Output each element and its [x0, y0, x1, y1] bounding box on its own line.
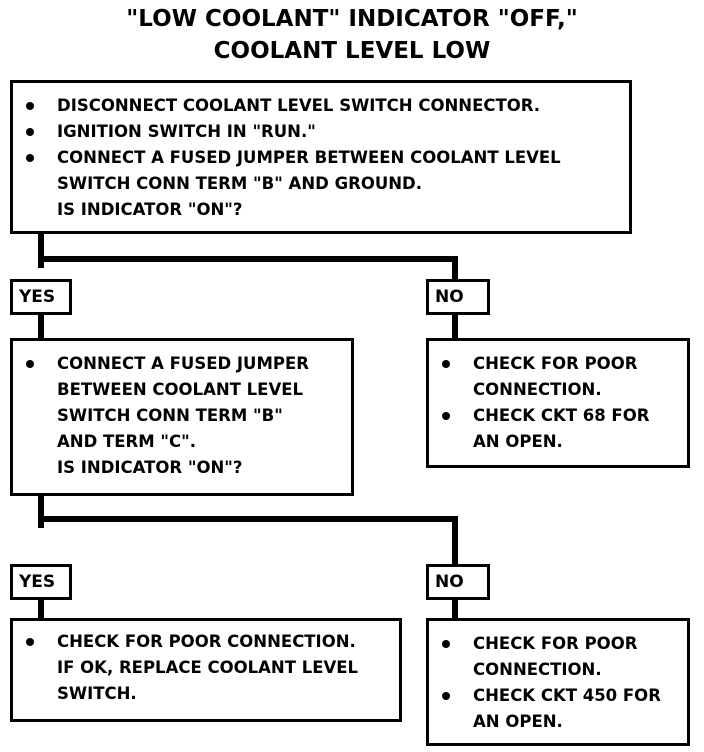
- connector-no1-to-box: [452, 312, 458, 340]
- connector-split-1-no: [452, 256, 458, 280]
- bullet-dot: [26, 360, 34, 368]
- bullet-dot: [26, 102, 34, 110]
- step1-box: DISCONNECT COOLANT LEVEL SWITCH CONNECTO…: [10, 80, 632, 234]
- bullet-dot: [442, 692, 450, 700]
- connector-yes2-to-box: [38, 596, 44, 620]
- connector-no2-to-box: [452, 596, 458, 620]
- connector-step1-to-split: [38, 232, 44, 268]
- bullet-dot: [442, 412, 450, 420]
- step1-list: DISCONNECT COOLANT LEVEL SWITCH CONNECTO…: [13, 93, 629, 223]
- connector-split-2: [38, 516, 458, 522]
- no-label-1: NO: [426, 279, 490, 315]
- bullet-dot: [26, 638, 34, 646]
- yes2-bullet-1: CHECK FOR POOR CONNECTION.IF OK, REPLACE…: [13, 629, 399, 707]
- title-line-2: COOLANT LEVEL LOW: [213, 38, 491, 64]
- connector-step2-to-split: [38, 494, 44, 528]
- bullet-dot: [442, 640, 450, 648]
- no-label-2: NO: [426, 564, 490, 600]
- step1-bullet-2: IGNITION SWITCH IN "RUN.": [13, 119, 629, 145]
- yes-label-1: YES: [10, 279, 72, 315]
- step1-bullet-3: CONNECT A FUSED JUMPER BETWEEN COOLANT L…: [13, 145, 629, 223]
- connector-split-1: [38, 256, 458, 262]
- bullet-dot: [26, 128, 34, 136]
- title-line-1: "LOW COOLANT" INDICATOR "OFF,": [126, 6, 578, 32]
- bullet-dot: [442, 360, 450, 368]
- connector-split-2-no: [452, 516, 458, 566]
- yes2-list: CHECK FOR POOR CONNECTION.IF OK, REPLACE…: [13, 629, 399, 707]
- step1-bullet-1: DISCONNECT COOLANT LEVEL SWITCH CONNECTO…: [13, 93, 629, 119]
- yes-label-2: YES: [10, 564, 72, 600]
- connector-yes1-to-box: [38, 312, 44, 340]
- bullet-dot: [26, 154, 34, 162]
- yes2-result-box: CHECK FOR POOR CONNECTION.IF OK, REPLACE…: [10, 618, 402, 722]
